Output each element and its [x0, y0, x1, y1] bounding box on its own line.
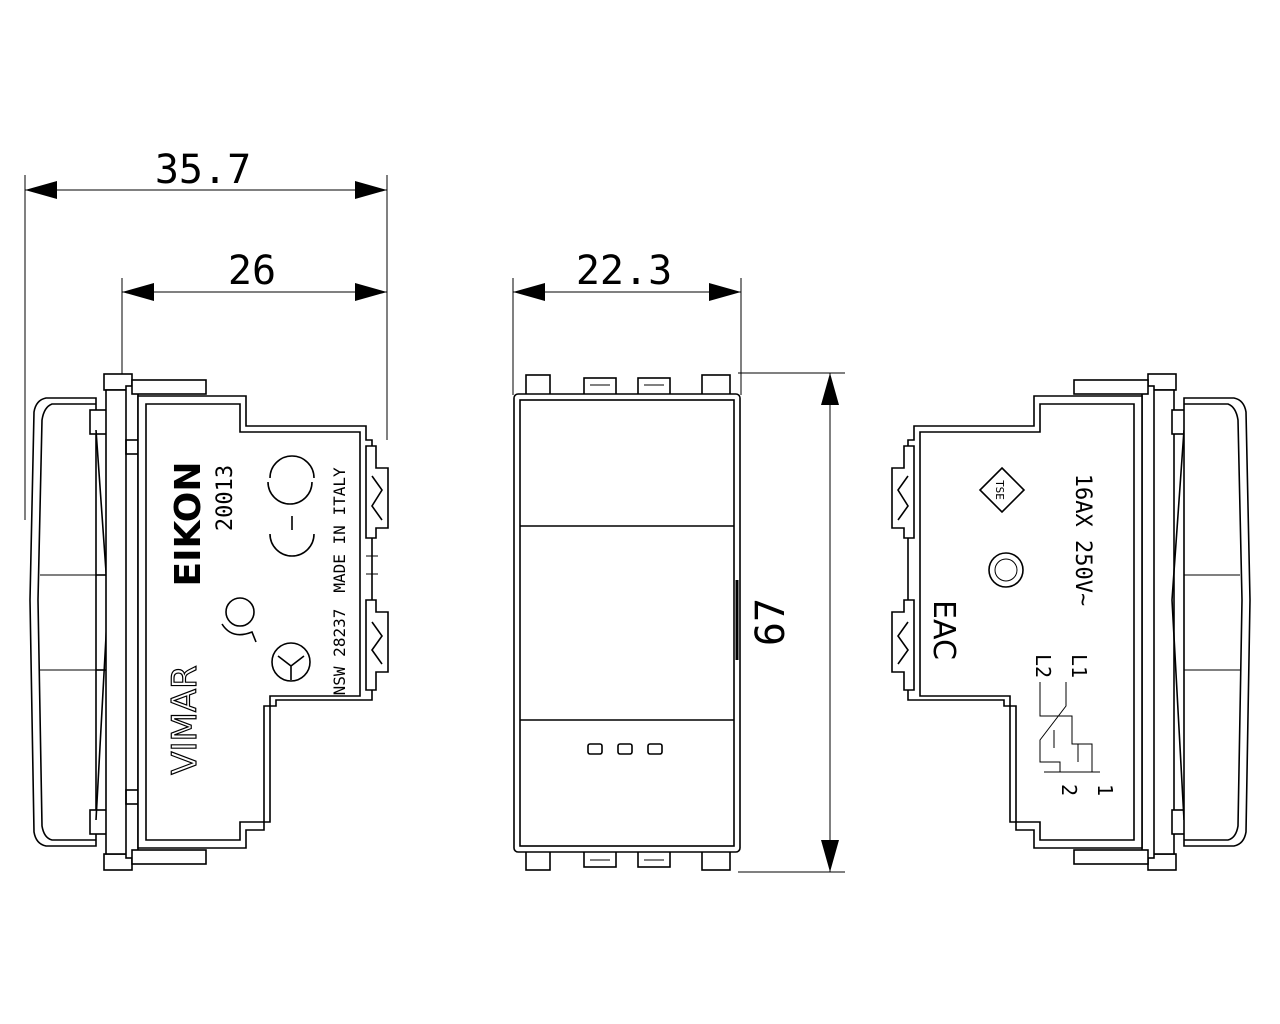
- led-indicator-3: [647, 743, 663, 755]
- ce-mark-icon: [267, 455, 315, 557]
- left-brand-eikon: EIKON: [168, 462, 209, 587]
- dimension-height: 67: [738, 372, 845, 873]
- eac-mark: EAC: [926, 600, 961, 660]
- left-code: 20013: [213, 465, 238, 531]
- led-indicator-1: [587, 743, 603, 755]
- tse-mark-icon: TSE: [978, 466, 1026, 514]
- quality-mark-icon: [221, 597, 257, 643]
- terminal-label-2: 2: [1057, 784, 1081, 796]
- left-side-view: EIKON 20013 MADE IN ITALY NSW 28237 VIMA…: [29, 373, 389, 871]
- dim-label-body-depth: 26: [228, 248, 276, 294]
- wiring-schematic-icon: [1039, 682, 1100, 773]
- right-rating: 16AX 250V~: [1070, 474, 1095, 606]
- terminal-label-l1: L1: [1067, 654, 1091, 678]
- ccc-mark-icon: [988, 552, 1024, 588]
- dim-label-height: 67: [748, 598, 794, 646]
- dim-label-overall-depth: 35.7: [155, 147, 251, 193]
- dim-label-front-width: 22.3: [576, 248, 672, 294]
- left-brand-vimar: VIMAR: [165, 665, 205, 775]
- approval-circle-icon: [271, 642, 311, 682]
- left-approval-code: NSW 28237: [330, 609, 349, 696]
- front-view: [513, 374, 741, 871]
- led-indicator-2: [617, 743, 633, 755]
- dimension-overall-depth: 35.7: [24, 147, 388, 520]
- left-made-in: MADE IN ITALY: [330, 467, 349, 593]
- dimension-front-width: 22.3: [512, 248, 742, 395]
- tse-mark-label: TSE: [993, 480, 1006, 500]
- terminal-label-1: 1: [1093, 784, 1117, 796]
- right-side-view: 16AX 250V~ TSE EAC L1 L2 1 2: [891, 373, 1251, 871]
- dimension-body-depth: 26: [121, 248, 387, 380]
- terminal-label-l2: L2: [1031, 654, 1055, 678]
